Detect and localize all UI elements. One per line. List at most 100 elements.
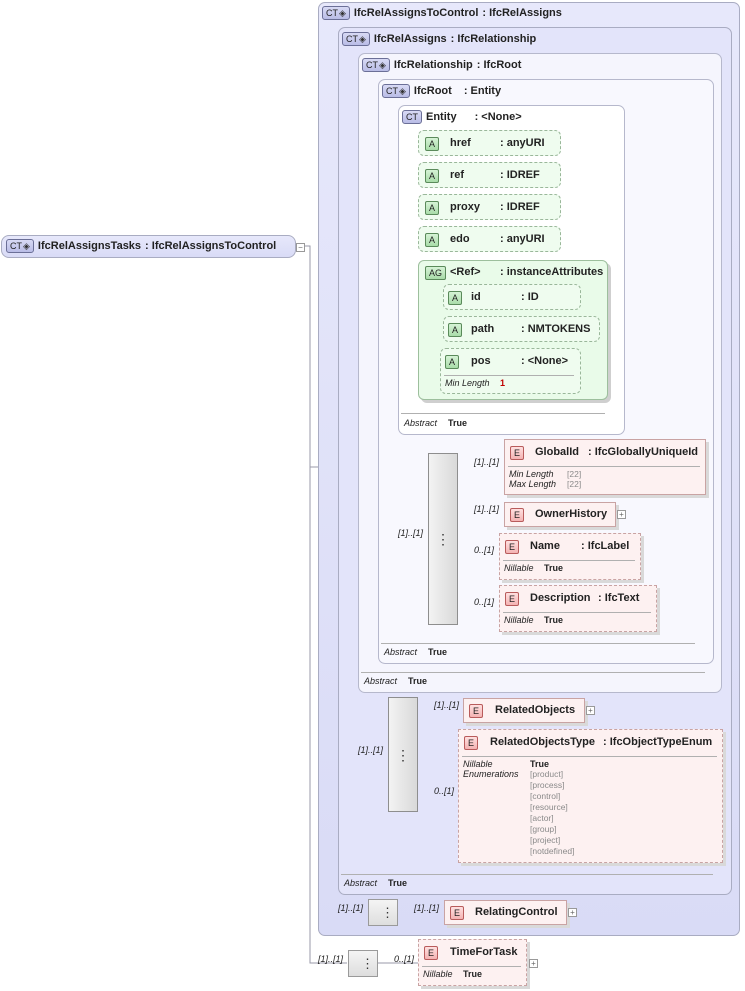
attribute-group-name: <Ref> bbox=[450, 266, 481, 278]
attribute-id[interactable]: A id : ID bbox=[443, 284, 581, 310]
ct-ifcrelassignstocontrol-header[interactable]: CT IfcRelAssignsToControl : IfcRelAssign… bbox=[322, 6, 562, 20]
attribute-proxy[interactable]: A proxy : IDREF bbox=[418, 194, 561, 220]
root-name: IfcRelAssignsTasks bbox=[37, 240, 142, 252]
meta-label: Nillable bbox=[504, 563, 534, 573]
abstract-value: True bbox=[428, 647, 448, 657]
meta-label: Min Length bbox=[445, 378, 490, 388]
attribute-icon: A bbox=[425, 137, 440, 151]
complex-type-icon: CT bbox=[382, 84, 410, 98]
expand-icon[interactable]: + bbox=[529, 959, 538, 968]
abstract-value: True bbox=[408, 676, 428, 686]
ct-type: : <None> bbox=[474, 111, 522, 123]
meta-label: Min Length bbox=[509, 469, 554, 479]
element-ownerhistory[interactable]: E OwnerHistory bbox=[504, 502, 616, 527]
attribute-name: proxy bbox=[450, 201, 480, 213]
abstract-value: True bbox=[388, 878, 408, 888]
element-relatedobjectstype[interactable]: E RelatedObjectsType : IfcObjectTypeEnum… bbox=[458, 729, 723, 863]
complex-type-icon: CT bbox=[6, 239, 34, 253]
expand-icon[interactable]: + bbox=[586, 706, 595, 715]
ct-type: : IfcRoot bbox=[476, 59, 522, 71]
root-complex-type[interactable]: CT IfcRelAssignsTasks : IfcRelAssignsToC… bbox=[1, 235, 296, 258]
cardinality: [1]..[1] bbox=[398, 528, 424, 538]
attribute-pos[interactable]: A pos : <None> Min Length 1 bbox=[440, 348, 581, 394]
element-name: TimeForTask bbox=[450, 946, 518, 958]
sequence-compositor[interactable]: ⋮ bbox=[348, 950, 378, 977]
element-icon: E bbox=[505, 540, 520, 554]
element-relatedobjects[interactable]: E RelatedObjects bbox=[463, 698, 585, 723]
enum-value: [process] bbox=[530, 780, 565, 790]
cardinality: 0..[1] bbox=[474, 545, 495, 555]
element-type: : IfcLabel bbox=[581, 540, 630, 552]
element-globalid[interactable]: E GlobalId : IfcGloballyUniqueId Min Len… bbox=[504, 439, 706, 495]
element-name: Name bbox=[530, 540, 560, 552]
attribute-group-icon: AG bbox=[425, 266, 447, 280]
ct-entity-header[interactable]: CT Entity : <None> bbox=[402, 110, 522, 124]
attribute-href[interactable]: A href : anyURI bbox=[418, 130, 561, 156]
enum-value: [actor] bbox=[530, 813, 554, 823]
sequence-compositor[interactable]: ⋮ bbox=[428, 453, 458, 625]
expand-icon[interactable]: + bbox=[568, 908, 577, 917]
ct-ifcrelassigns-header[interactable]: CT IfcRelAssigns : IfcRelationship bbox=[342, 32, 536, 46]
abstract-label: Abstract bbox=[344, 878, 378, 888]
attribute-icon: A bbox=[425, 201, 440, 215]
cardinality: 0..[1] bbox=[394, 954, 415, 964]
element-name: OwnerHistory bbox=[535, 508, 608, 520]
element-name: Description bbox=[530, 592, 591, 604]
abstract-value: True bbox=[448, 418, 468, 428]
element-timefortask[interactable]: E TimeForTask Nillable True bbox=[418, 939, 527, 986]
element-name-field[interactable]: E Name : IfcLabel Nillable True bbox=[499, 533, 641, 580]
element-relatingcontrol[interactable]: E RelatingControl bbox=[444, 900, 567, 925]
sequence-compositor[interactable]: ⋮ bbox=[388, 697, 418, 812]
attribute-type: : NMTOKENS bbox=[521, 323, 591, 335]
separator bbox=[361, 672, 705, 673]
meta-value: [22] bbox=[567, 469, 582, 479]
separator bbox=[444, 375, 574, 376]
element-name: GlobalId bbox=[535, 446, 579, 458]
attribute-group-type: : instanceAttributes bbox=[500, 266, 604, 278]
expand-icon[interactable]: + bbox=[617, 510, 626, 519]
separator bbox=[341, 874, 713, 875]
complex-type-icon: CT bbox=[342, 32, 370, 46]
element-name: RelatedObjects bbox=[495, 704, 576, 716]
attribute-name: edo bbox=[450, 233, 470, 245]
attribute-name: href bbox=[450, 137, 471, 149]
enum-value: [control] bbox=[530, 791, 561, 801]
cardinality: [1]..[1] bbox=[414, 903, 440, 913]
attribute-icon: A bbox=[448, 323, 463, 337]
meta-value: True bbox=[463, 969, 483, 979]
element-description[interactable]: E Description : IfcText Nillable True bbox=[499, 585, 657, 632]
separator bbox=[462, 756, 717, 757]
separator bbox=[508, 466, 700, 467]
cardinality: [1]..[1] bbox=[474, 504, 500, 514]
abstract-label: Abstract bbox=[404, 418, 438, 428]
ct-ifcroot-header[interactable]: CT IfcRoot : Entity bbox=[382, 84, 501, 98]
cardinality: [1]..[1] bbox=[358, 745, 384, 755]
sequence-icon: ⋮ bbox=[361, 956, 374, 971]
sequence-icon: ⋮ bbox=[436, 531, 450, 547]
collapse-icon[interactable]: − bbox=[296, 243, 305, 252]
enum-value: [product] bbox=[530, 769, 564, 779]
ct-name: IfcRelationship bbox=[393, 59, 473, 71]
attribute-name: ref bbox=[450, 169, 465, 181]
element-type: : IfcGloballyUniqueId bbox=[588, 446, 699, 458]
meta-value: True bbox=[530, 759, 550, 769]
cardinality: [1]..[1] bbox=[474, 457, 500, 467]
attribute-type: : IDREF bbox=[500, 169, 540, 181]
attribute-type: : <None> bbox=[521, 355, 569, 367]
complex-type-icon: CT bbox=[322, 6, 350, 20]
sequence-compositor[interactable]: ⋮ bbox=[368, 899, 398, 926]
attribute-ref[interactable]: A ref : IDREF bbox=[418, 162, 561, 188]
cardinality: [1]..[1] bbox=[318, 954, 344, 964]
attribute-path[interactable]: A path : NMTOKENS bbox=[443, 316, 600, 342]
meta-label: Nillable bbox=[504, 615, 534, 625]
meta-label: Nillable bbox=[423, 969, 453, 979]
cardinality: 0..[1] bbox=[474, 597, 495, 607]
separator bbox=[422, 966, 521, 967]
attribute-edo[interactable]: A edo : anyURI bbox=[418, 226, 561, 252]
sequence-icon: ⋮ bbox=[396, 747, 410, 763]
attribute-icon: A bbox=[445, 355, 460, 369]
ct-ifcrelationship-header[interactable]: CT IfcRelationship : IfcRoot bbox=[362, 58, 521, 72]
attribute-type: : IDREF bbox=[500, 201, 540, 213]
ct-name: IfcRelAssigns bbox=[373, 33, 447, 45]
enum-value: [resource] bbox=[530, 802, 568, 812]
